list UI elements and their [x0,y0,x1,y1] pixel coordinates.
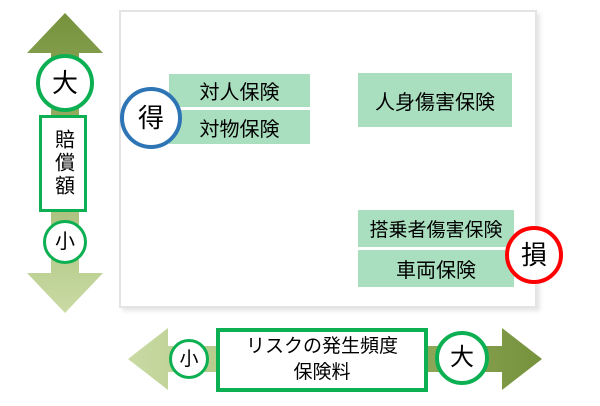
x-axis-title-line2: 保険料 [293,362,351,383]
x-axis-max-label: 大 [450,344,474,371]
item-sharyo-hoken: 車両保険 [358,250,514,287]
x-axis-min-marker: 小 [169,339,209,379]
x-axis-title-box: リスクの発生頻度 保険料 [216,328,428,392]
y-axis-max-marker: 大 [36,54,94,112]
item-taibutsu-hoken: 対物保険 [169,110,310,144]
item-jinshin-shogai-hoken: 人身傷害保険 [358,73,512,127]
x-axis-title-line1: リスクの発生頻度 [245,336,398,357]
y-axis-title-box: 賠償額 [39,115,87,212]
gain-badge-label: 得 [137,103,164,133]
item-taijin-hoken: 対人保険 [169,74,310,107]
gain-badge: 得 [120,87,182,149]
x-axis-max-marker: 大 [435,331,489,385]
loss-badge-label: 損 [520,240,547,270]
loss-badge: 損 [505,226,563,284]
y-axis-min-marker: 小 [43,220,87,264]
y-axis-min-label: 小 [55,231,75,253]
x-axis-min-label: 小 [179,348,199,370]
y-axis-max-label: 大 [51,68,78,98]
item-tojosha-shogai-hoken: 搭乗者傷害保険 [358,210,514,247]
y-axis-title: 賠償額 [51,129,74,198]
